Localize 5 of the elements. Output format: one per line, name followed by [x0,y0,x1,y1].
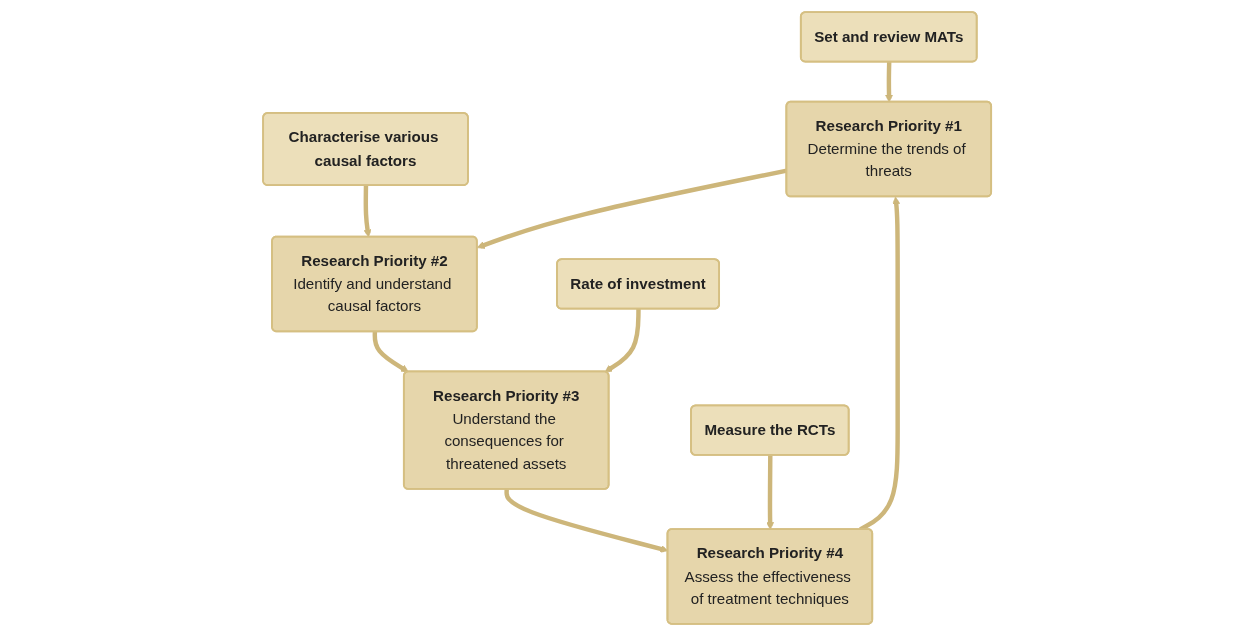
arrow [372,331,410,373]
arrow [604,309,642,373]
arrow [766,455,775,530]
arrow [885,61,894,103]
arrow [363,185,372,238]
